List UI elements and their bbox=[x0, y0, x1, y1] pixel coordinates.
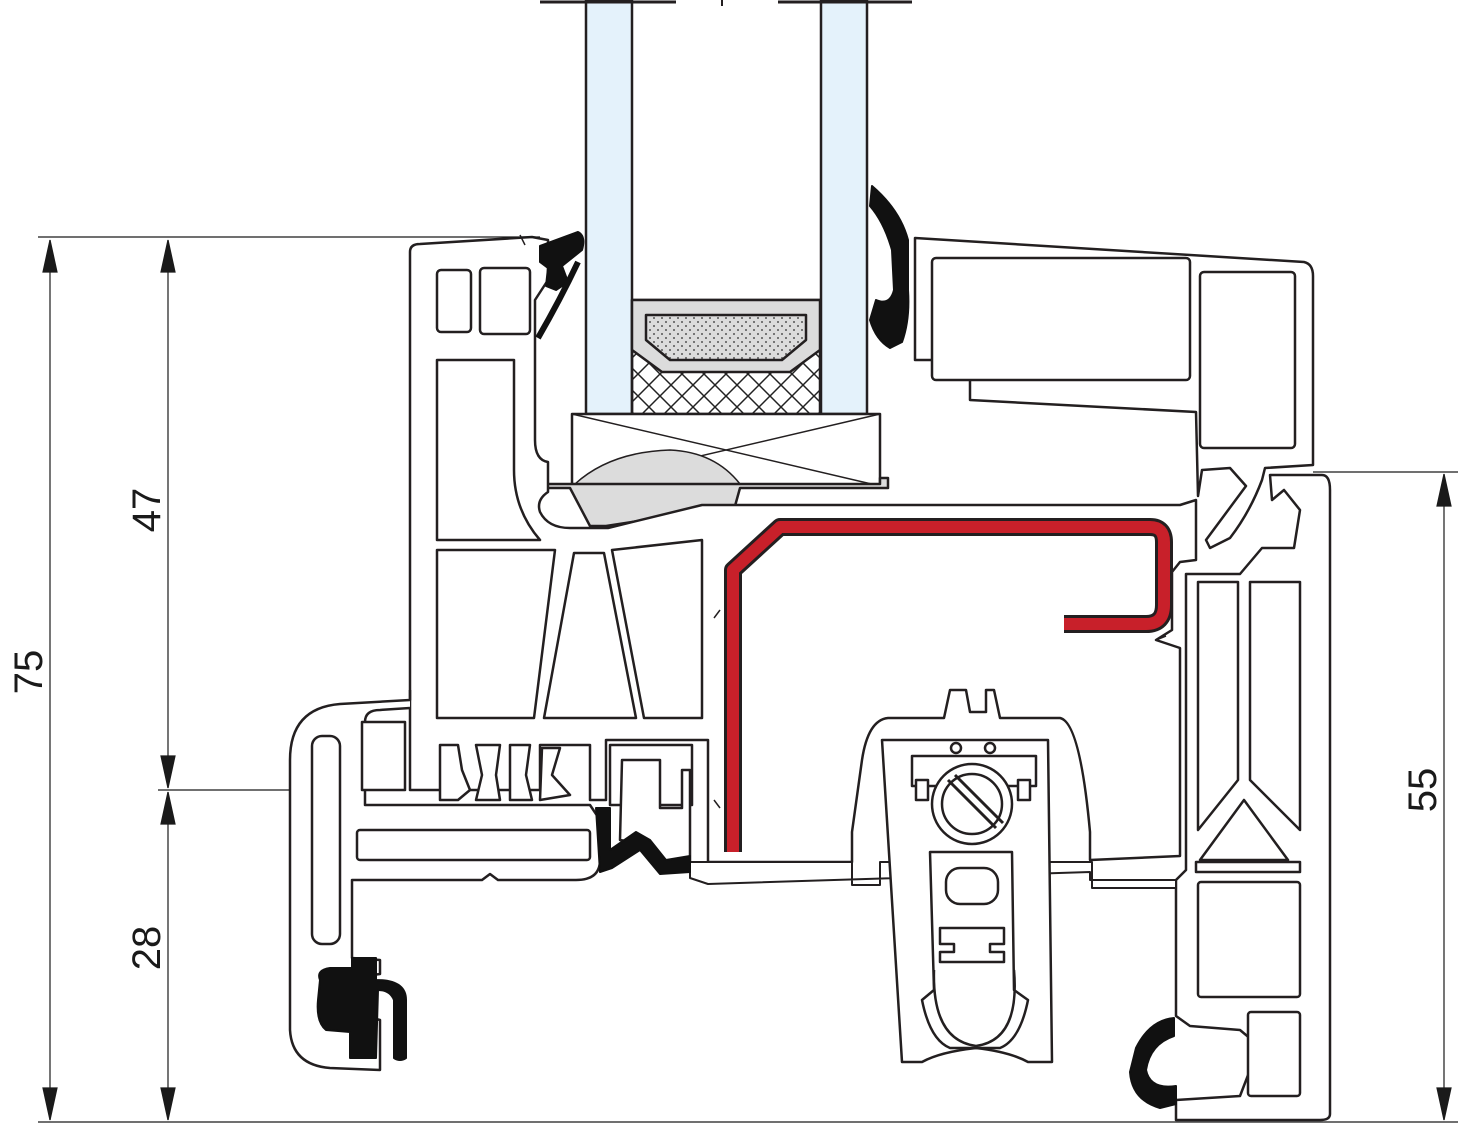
dim-line-75 bbox=[42, 239, 58, 1121]
hardware-fitting bbox=[880, 738, 1054, 1064]
dimension-lines bbox=[38, 236, 1458, 1123]
dim-label-28: 28 bbox=[125, 926, 169, 971]
sash-outer-gasket bbox=[1129, 1017, 1177, 1109]
rebate-gasket bbox=[595, 807, 691, 875]
dim-label-47: 47 bbox=[125, 488, 169, 533]
dim-label-55: 55 bbox=[1401, 768, 1445, 813]
glazing-gasket-inner bbox=[539, 231, 585, 291]
frame-stop-gasket bbox=[316, 957, 407, 1061]
glass-pane-outer bbox=[819, 0, 869, 416]
dim-line-55 bbox=[1436, 473, 1452, 1121]
glass-pane-inner bbox=[584, 0, 634, 416]
dimension-labels: 75 47 28 55 bbox=[7, 488, 1445, 971]
double-glazing-unit bbox=[540, 0, 912, 416]
dim-line-47 bbox=[160, 239, 176, 789]
dim-label-75: 75 bbox=[7, 650, 51, 695]
glazing-gasket-outer bbox=[869, 185, 910, 349]
frame-profile-right bbox=[913, 236, 1332, 1122]
glass-spacer bbox=[630, 298, 822, 416]
gaskets bbox=[316, 185, 1177, 1109]
dim-line-28 bbox=[160, 791, 176, 1121]
sash-profile bbox=[408, 235, 1198, 872]
glazing-block bbox=[536, 412, 890, 528]
